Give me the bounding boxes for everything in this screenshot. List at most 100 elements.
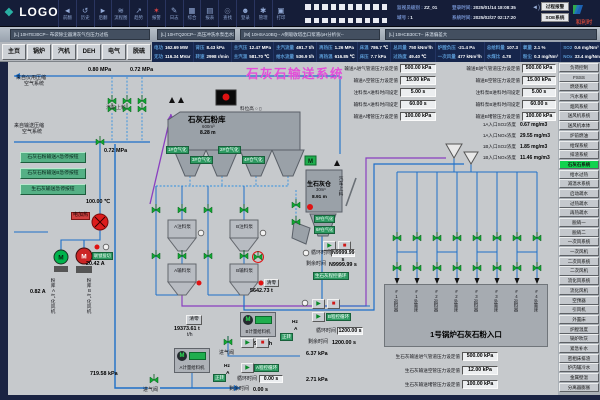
valve-icon[interactable]	[492, 262, 502, 272]
setting-value[interactable]: 5.00 s	[400, 88, 436, 97]
valve-icon[interactable]	[107, 103, 117, 113]
toolbar-button-11[interactable]: ✱管理	[253, 0, 272, 27]
valve-icon[interactable]	[532, 232, 542, 242]
valve-icon[interactable]	[223, 336, 233, 346]
valve-icon[interactable]	[512, 232, 522, 242]
sidebar-item-15[interactable]: 再热疏水	[559, 208, 599, 218]
sidebar-item-7[interactable]: 炉前燃油	[559, 130, 599, 140]
toolbar-button-8[interactable]: ▤报表	[200, 0, 218, 27]
aeration-label[interactable]: 5#仓气化	[314, 215, 336, 223]
speaker-icon[interactable]: ◄)	[532, 5, 540, 11]
aeration-label[interactable]: 1#仓气化	[166, 146, 189, 155]
stop-button-a[interactable]: ■	[256, 338, 269, 348]
sidebar-item-24[interactable]: 空预器	[559, 295, 599, 305]
stop-button-b[interactable]: ■	[327, 299, 340, 309]
valve-icon[interactable]	[291, 216, 301, 226]
sidebar-item-6[interactable]: 送风机本体	[559, 121, 599, 131]
valve-icon[interactable]	[492, 232, 502, 242]
sidebar-item-33[interactable]: 分离器膨胀	[559, 382, 599, 392]
cycle-time-b[interactable]: 1200.00 s	[337, 327, 363, 335]
sidebar-item-17[interactable]: 脱硝二	[559, 227, 599, 237]
valve-icon[interactable]	[151, 250, 161, 260]
tab-0[interactable]: 主页	[2, 44, 26, 60]
feeder-b-unit-block[interactable]: M B计量给料机	[240, 312, 276, 337]
pump-a2-label[interactable]: A输料泵	[174, 268, 191, 273]
start-button-b[interactable]: ▶	[312, 299, 325, 309]
valve-icon[interactable]	[151, 204, 161, 214]
estop-button-2[interactable]: 生石灰输送急停按钮	[20, 184, 86, 195]
setting-value[interactable]: 100.00 kPa	[400, 112, 436, 121]
valve-icon[interactable]	[392, 262, 402, 272]
clear-button-a[interactable]: 清零	[186, 315, 202, 325]
sidebar-item-31[interactable]: 炉内辅冷水	[559, 363, 599, 373]
sidebar-item-16[interactable]: 脱硝一	[559, 218, 599, 228]
lime-cycle-label[interactable]: 生石灰程控循环	[313, 272, 349, 281]
toolbar-button-5[interactable]: ✶报警	[146, 0, 165, 27]
valve-icon[interactable]	[239, 204, 249, 214]
valve-icon[interactable]	[432, 262, 442, 272]
toolbar-button-6[interactable]: ✎日志	[164, 0, 183, 27]
valve-icon[interactable]	[472, 232, 482, 242]
valve-icon[interactable]	[95, 136, 105, 146]
aeration-label[interactable]: 2#仓气化	[218, 146, 241, 155]
sidebar-item-25[interactable]: 引风机	[559, 305, 599, 315]
setting-value[interactable]: 12.00 kPa	[462, 366, 498, 375]
toolbar-button-1[interactable]: ↺历史	[75, 0, 94, 27]
sidebar-item-10[interactable]: 石灰石系统	[559, 159, 599, 169]
start-button-lime[interactable]: ▶	[323, 241, 336, 251]
process-alarm-button[interactable]: 过程报警	[541, 2, 569, 11]
sidebar-item-22[interactable]: 流化风系统	[559, 276, 599, 286]
setting-value[interactable]: 5.00 s	[522, 88, 556, 97]
valve-icon[interactable]	[432, 232, 442, 242]
toolbar-button-0[interactable]: ◄前翻	[58, 0, 76, 27]
setting-value[interactable]: 500.00 kPa	[462, 352, 498, 361]
sidebar-item-5[interactable]: 送风机系统	[559, 111, 599, 121]
valve-icon[interactable]	[392, 232, 402, 242]
toolbar-button-9[interactable]: ◎查找	[218, 0, 236, 27]
tab-5[interactable]: 脱硫	[127, 44, 151, 60]
aeration-label[interactable]: 6#仓气化	[314, 226, 336, 234]
sidebar-item-8[interactable]: 给煤系统	[559, 140, 599, 150]
sidebar-item-14[interactable]: 过热疏水	[559, 198, 599, 208]
sidebar-item-26[interactable]: 外置床	[559, 314, 599, 324]
feeder-a-unit-block[interactable]: M A计量给料机	[174, 348, 210, 373]
cycle-a-label[interactable]: A程控循环	[254, 364, 280, 373]
valve-icon[interactable]	[532, 262, 542, 272]
cycle-start-a[interactable]: ▶	[241, 363, 254, 373]
sidebar-item-29[interactable]: 紧急补水	[559, 343, 599, 354]
sidebar-item-21[interactable]: 二次风机	[559, 266, 599, 276]
valve-icon[interactable]	[512, 262, 522, 272]
sidebar-item-32[interactable]: 金属壁温	[559, 373, 599, 383]
cycle-time-a[interactable]: 0.00 s	[259, 375, 283, 383]
cycle-start-b[interactable]: ▶	[312, 312, 325, 322]
alarm-message[interactable]: [M] 10HSA10BQ-- A侧吸收塔出口浆液/pH分析仪--	[240, 29, 380, 40]
tab-2[interactable]: 汽机	[52, 44, 76, 60]
alarm-message[interactable]: [L] 10HTQ20CP-- 高压冲洗水泵出水压力低-B	[157, 29, 235, 40]
toolbar-button-7[interactable]: ▦综合	[182, 0, 201, 27]
clear-button-b[interactable]: 清零	[264, 279, 279, 287]
valve-icon[interactable]	[203, 204, 213, 214]
estop-button-1[interactable]: 石灰石粉输送B急停按钮	[20, 168, 86, 179]
aeration-label[interactable]: 4#仓气化	[242, 156, 265, 165]
sidebar-item-20[interactable]: 二次风系统	[559, 256, 599, 266]
toolbar-button-10[interactable]: ☻登录	[235, 0, 254, 27]
setting-value[interactable]: 60.00 s	[522, 100, 556, 109]
pump-b1-label[interactable]: B注料泵	[236, 224, 253, 229]
sidebar-item-0[interactable]: 负荷控制	[559, 63, 599, 73]
toolbar-button-12[interactable]: ▣打印	[271, 0, 290, 27]
sidebar-item-13[interactable]: 启动疏水	[559, 188, 599, 199]
sidebar-item-18[interactable]: 一次风系统	[559, 237, 599, 247]
setting-value[interactable]: 500.00 kPa	[400, 64, 436, 73]
valve-icon[interactable]	[412, 262, 422, 272]
sidebar-item-27[interactable]: 炉膛温度	[559, 324, 599, 334]
lime-cycle-time[interactable]: N9999.99 s	[331, 249, 355, 263]
valve-icon[interactable]	[239, 250, 249, 260]
soe-system-button[interactable]: SOE系统	[541, 13, 569, 22]
alarm-message[interactable]: [L] 10HTE30CP-- 布袋除尘器清灰气包压力过低	[10, 29, 150, 40]
setting-value[interactable]: 60.00 s	[400, 100, 436, 109]
toolbar-button-2[interactable]: ►后翻	[93, 0, 112, 27]
sidebar-item-23[interactable]: 流化风机	[559, 285, 599, 295]
tab-4[interactable]: 电气	[102, 44, 126, 60]
sidebar-item-1[interactable]: FSSS	[559, 72, 599, 82]
alarm-message[interactable]: [L] 10HCB30CT-- 床温偏差大	[385, 29, 597, 40]
